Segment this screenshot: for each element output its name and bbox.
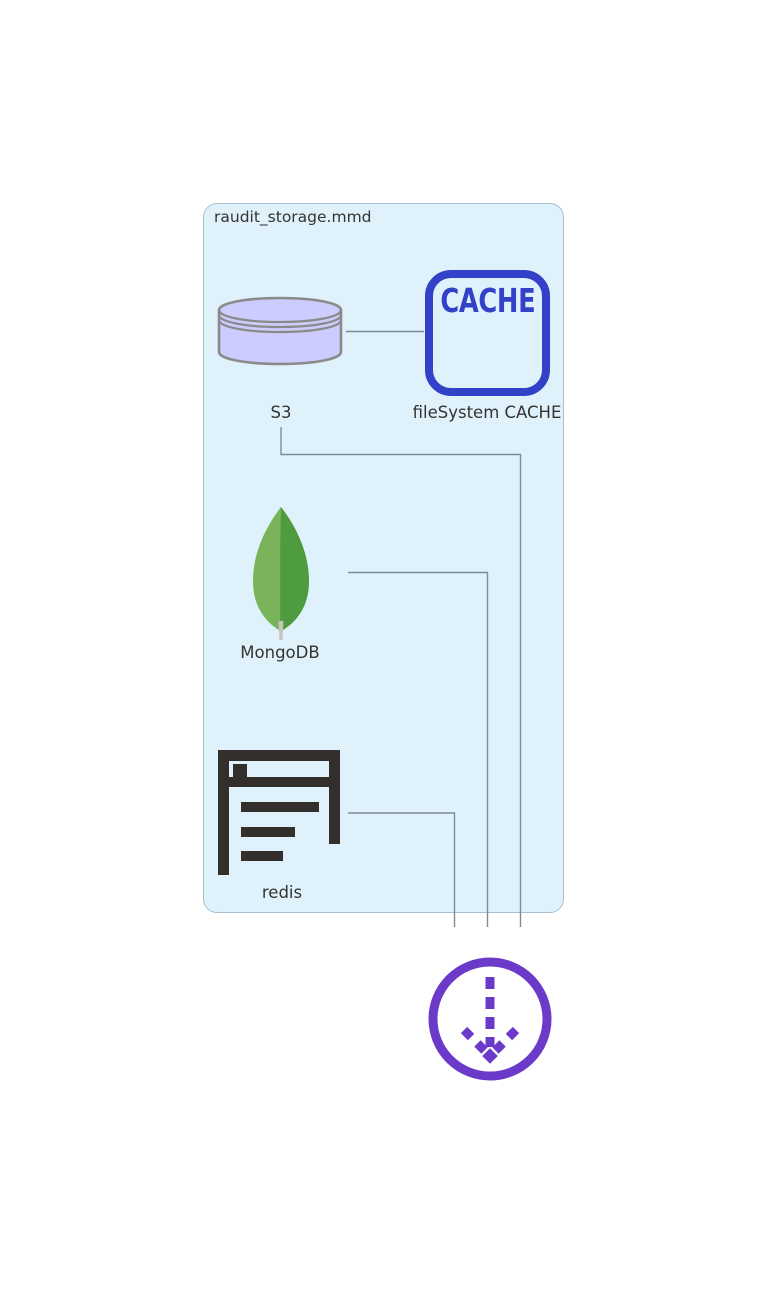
mongodb-leaf-icon xyxy=(253,507,309,640)
s3-node-label: S3 xyxy=(270,403,292,422)
dashed-arrow-down-circle-icon xyxy=(428,957,552,1081)
redis-panel-icon xyxy=(218,750,340,875)
subgraph-title: raudit_storage.mmd xyxy=(214,208,372,226)
redis-node-label: redis xyxy=(261,883,303,902)
scroll-down-button[interactable] xyxy=(428,957,552,1081)
cache-rounded-box-icon: CACHE xyxy=(425,270,550,396)
cache-box-text: CACHE xyxy=(440,281,535,320)
database-cylinder-icon xyxy=(217,296,343,366)
filesystem-cache-node-label: fileSystem CACHE xyxy=(412,403,562,422)
mongodb-node-label: MongoDB xyxy=(240,643,320,662)
